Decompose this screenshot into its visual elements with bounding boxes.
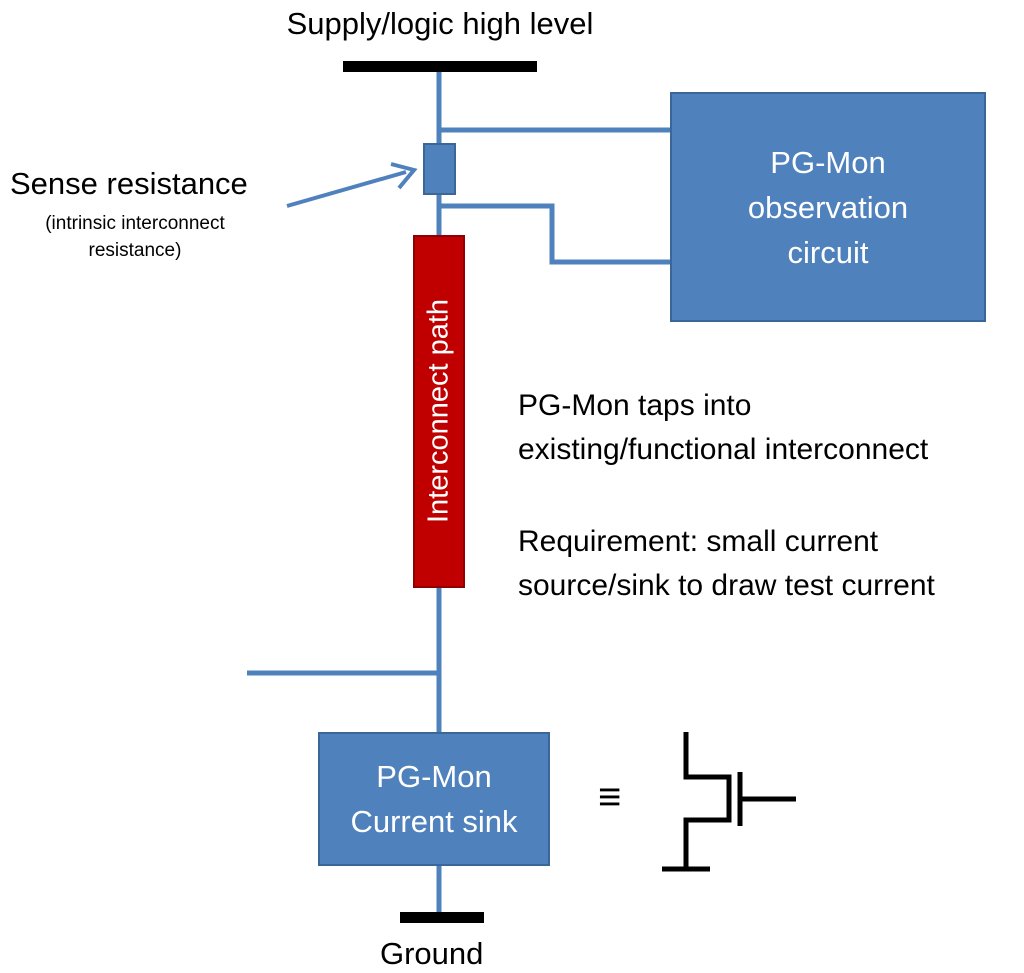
requirement-note-line-2: source/sink to draw test current — [518, 569, 935, 602]
ground-rail — [400, 912, 484, 923]
supply-rail — [343, 61, 537, 72]
interconnect-path-label: Interconnect path — [422, 298, 455, 524]
current-sink-line-1: PG-Mon — [376, 759, 492, 794]
supply-label: Supply/logic high level — [286, 6, 594, 41]
observation-circuit-line-2: observation — [747, 189, 909, 225]
requirement-note: Requirement: small current source/sink t… — [518, 520, 935, 608]
sense-arrow — [286, 170, 407, 208]
observation-circuit-line-1: PG-Mon — [770, 144, 886, 180]
sense-resistance-note: (intrinsic interconnect resistance) — [45, 213, 225, 261]
equivalent-symbol: ≡ — [598, 775, 622, 819]
sense-resistor — [423, 143, 456, 195]
observation-circuit-box: PG-Mon observation circuit — [670, 92, 986, 322]
tap-wire-lower — [439, 203, 671, 265]
transistor-icon — [662, 732, 796, 872]
requirement-note-line-1: Requirement: small current — [518, 525, 879, 558]
sense-arrow-head — [390, 162, 418, 190]
observation-circuit-line-3: circuit — [787, 234, 869, 270]
taps-note-line-2: existing/functional interconnect — [518, 433, 929, 466]
current-sink-box: PG-Mon Current sink — [318, 732, 550, 866]
current-sink-line-2: Current sink — [350, 804, 518, 839]
interconnect-path-bar — [413, 235, 465, 588]
taps-note-line-1: PG-Mon taps into — [518, 389, 752, 422]
sense-resistance-label: Sense resistance — [10, 166, 248, 201]
ground-label: Ground — [380, 936, 484, 971]
taps-note: PG-Mon taps into existing/functional int… — [518, 384, 928, 472]
